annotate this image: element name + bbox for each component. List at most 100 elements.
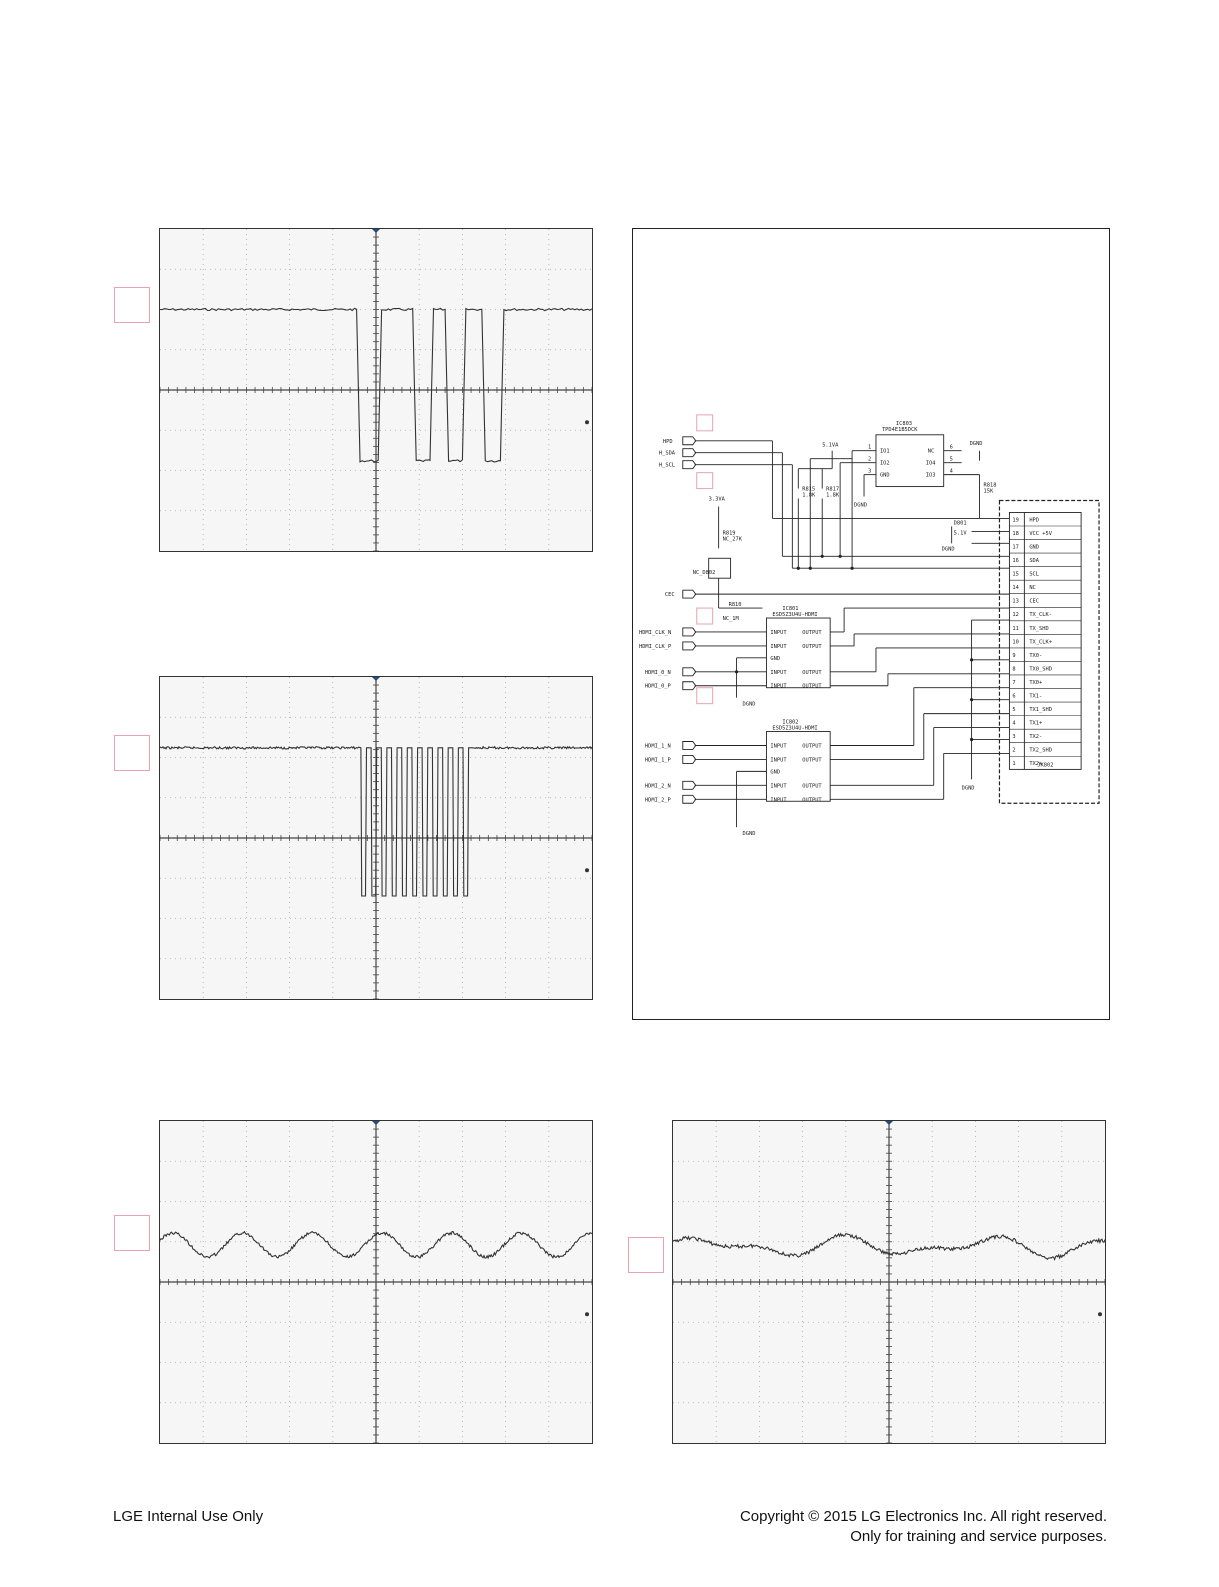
esd-pin-label: INPUT	[770, 630, 787, 636]
rail-5v1: 5.1VA	[822, 443, 839, 449]
ic803-num-1: 1	[868, 445, 871, 451]
jk802-pin-label: TX1+	[1029, 721, 1042, 727]
waveform-ddc-clock-burst	[160, 677, 592, 897]
footer-training-notice: Only for training and service purposes.	[850, 1528, 1107, 1545]
ic803-pin-io1: IO1	[880, 449, 890, 455]
port-clk-p: HDMI_CLK_P	[639, 644, 671, 650]
ic803-pin-io2: IO2	[880, 461, 890, 467]
esd-pin-label: INPUT	[770, 757, 787, 763]
jk802-pin-number: 12	[1012, 612, 1018, 618]
jk802-pin-number: 13	[1012, 599, 1018, 605]
jk802-pin-label: GND	[1029, 545, 1039, 551]
d801-ref: D801	[954, 520, 967, 526]
esd-pin-label: OUTPUT	[802, 757, 822, 763]
port-scl: H_SCL	[659, 463, 675, 469]
r817-value: 1.8K	[826, 493, 840, 499]
jk802-pin-number: 9	[1012, 653, 1015, 659]
esd-pin-label: GND	[770, 656, 780, 662]
jk802-pin-label: SCL	[1029, 572, 1039, 578]
esd-pin-label: OUTPUT	[802, 644, 822, 650]
waveform-tmds-differential	[160, 1121, 592, 1317]
ic803-num-3: 3	[868, 469, 871, 475]
jk802-pin-label: VCC +5V	[1029, 531, 1052, 537]
channel-marker	[585, 1312, 589, 1317]
jk802-pin-label: TX0+	[1029, 680, 1042, 686]
rail-gnd-1: DGND	[970, 441, 983, 447]
jk802-pin-label: TX0_SHD	[1029, 666, 1052, 672]
jk802-pin-number: 14	[1012, 585, 1018, 591]
r810-ref: R810	[729, 602, 742, 608]
esd-pin-label: INPUT	[770, 797, 787, 803]
r818-ref: R818	[984, 483, 997, 489]
waveform-trace	[160, 1230, 592, 1260]
footer-copyright: Copyright © 2015 LG Electronics Inc. All…	[739, 1508, 1107, 1525]
port-d1-p: HDMI_1_P	[645, 757, 671, 763]
jk802-pin-label: TX2_SHD	[1029, 748, 1052, 754]
channel-marker	[585, 868, 589, 873]
footer-internal-use: LGE Internal Use Only	[113, 1508, 264, 1525]
esd-pin-label: OUTPUT	[802, 684, 822, 690]
jk802-pin-label: TX1-	[1029, 693, 1042, 699]
ic803-num-5: 5	[950, 457, 953, 463]
oscilloscope-graticule	[160, 229, 592, 551]
jk802-pin-number: 11	[1012, 626, 1018, 632]
waveform-trace	[160, 307, 592, 463]
jk802-pin-number: 5	[1012, 707, 1015, 713]
port-d0-p: HDMI_0_P	[645, 684, 671, 690]
port-d1-n: HDMI_1_N	[645, 743, 671, 749]
waveform-tmds-differential	[673, 1121, 1105, 1317]
jk802-pin-number: 6	[1012, 693, 1015, 699]
ic803-pin-io4: IO4	[926, 461, 936, 467]
ic801-ref: IC801	[782, 606, 798, 612]
esd-pin-label: INPUT	[770, 783, 787, 789]
esd-pin-label: OUTPUT	[802, 783, 822, 789]
jk802-pin-number: 7	[1012, 680, 1015, 686]
jk802-pin-label: TX2+	[1029, 761, 1042, 767]
rail-gnd-6: DGND	[743, 831, 756, 837]
measure-point-marker-1	[114, 287, 150, 323]
jk802-pin-label: TX2-	[1029, 734, 1042, 740]
esd-pin-label: OUTPUT	[802, 670, 822, 676]
port-sda: H_SDA	[659, 451, 676, 457]
esd-pin-label: OUTPUT	[802, 630, 822, 636]
oscilloscope-screen-2	[159, 676, 593, 1000]
esd-pin-label: INPUT	[770, 644, 787, 650]
rail-gnd-4: DGND	[743, 702, 756, 708]
waveform-trace	[673, 1232, 1105, 1262]
jk802-ref: JK802	[1037, 762, 1053, 768]
r815-ref: R815	[802, 487, 815, 493]
trigger-marker	[372, 1121, 380, 1125]
oscilloscope-screen-3	[159, 1120, 593, 1444]
jk802-pin-number: 8	[1012, 666, 1015, 672]
trigger-marker	[372, 229, 380, 233]
jk802-pin-number: 16	[1012, 558, 1018, 564]
measure-point-marker-2	[114, 735, 150, 771]
waveform-ddc-burst	[160, 229, 592, 463]
port-d0-n: HDMI_0_N	[645, 670, 671, 676]
ic801-part: ESD5Z3U4U-HDMI	[772, 612, 817, 618]
r810-value: NC_1M	[723, 616, 739, 622]
ic803-ref: IC803	[896, 421, 912, 427]
esd-pin-label: OUTPUT	[802, 743, 822, 749]
rail-gnd-2: DGND	[854, 502, 867, 508]
trigger-marker	[372, 677, 380, 681]
trigger-marker	[885, 1121, 893, 1125]
rail-gnd-5: DGND	[962, 785, 975, 791]
r815-value: 1.8K	[802, 493, 816, 499]
jk802-pin-number: 15	[1012, 572, 1018, 578]
channel-marker	[585, 420, 589, 425]
esd-pin-label: INPUT	[770, 684, 787, 690]
jk802-pin-number: 4	[1012, 721, 1015, 727]
jk802-pin-number: 1	[1012, 761, 1015, 767]
jk802-pin-label: TX0-	[1029, 653, 1042, 659]
measure-point-marker-3	[114, 1215, 150, 1251]
r817-ref: R817	[826, 487, 839, 493]
jk802-pin-label: TX1_SHD	[1029, 707, 1052, 713]
oscilloscope-graticule	[673, 1121, 1105, 1443]
esd-pin-label: OUTPUT	[802, 797, 822, 803]
d802-ref: NC_D802	[693, 570, 716, 576]
jk802-pin-number: 3	[1012, 734, 1015, 740]
jk802-pin-number: 19	[1012, 517, 1018, 523]
